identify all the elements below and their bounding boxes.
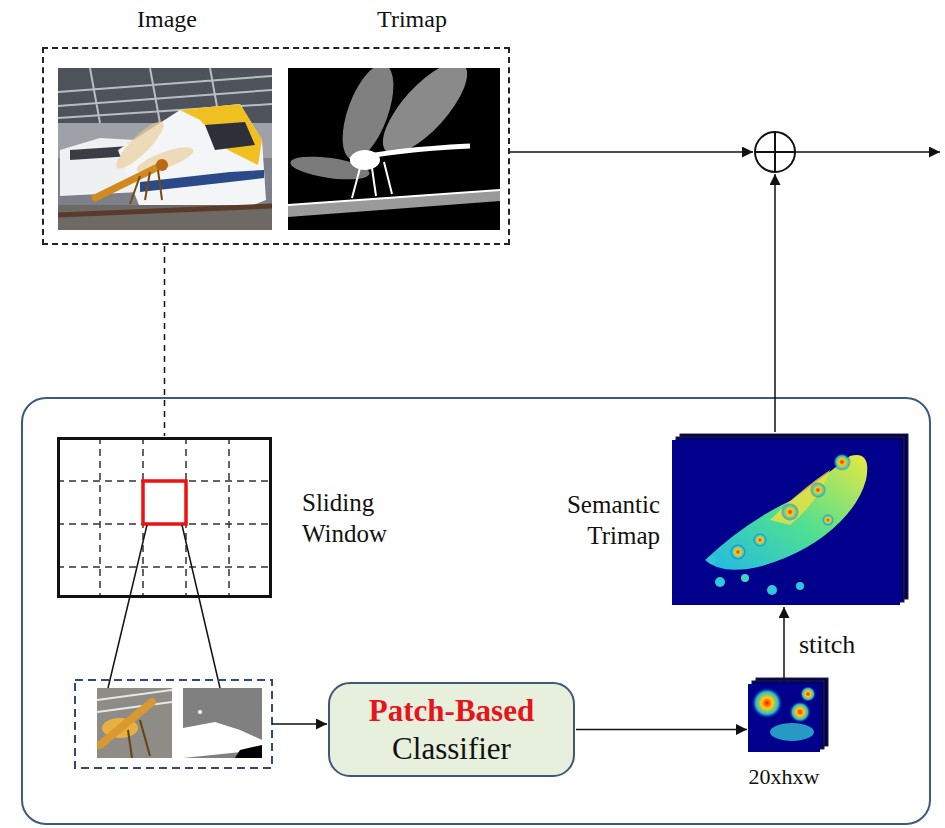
process-box: Patch-BasedClassifier (328, 682, 575, 777)
image-patch (97, 688, 172, 758)
semantic-trimap-stack (672, 440, 900, 605)
patch-pair-box (75, 680, 272, 768)
connector (576, 729, 747, 731)
sliding-window-grid (143, 481, 186, 524)
probability-map-stack (748, 684, 820, 752)
sum-symbol (755, 132, 795, 172)
probability-map-stack (789, 701, 811, 723)
semantic-trimap-stack (715, 577, 725, 587)
trimap-image (288, 190, 500, 217)
semantic-trimap-stack (810, 482, 826, 498)
flow-arrow (795, 151, 940, 153)
train-photo (58, 205, 272, 230)
trimap-image (288, 190, 500, 205)
trimap-patch (198, 710, 202, 714)
trimap-patch (183, 688, 262, 758)
semantic-trimap-stack (796, 582, 804, 590)
trimap-patch (183, 688, 262, 758)
box-title: Patch-Based (369, 692, 534, 729)
sliding-window-grid (57, 437, 272, 598)
input-pair-box: ImageTrimap (42, 47, 510, 245)
train-photo (156, 159, 168, 171)
probability-map-stack (770, 723, 814, 741)
semantic-trimap-stack (767, 585, 777, 595)
train-photo (58, 68, 272, 230)
semantic-trimap-stack (672, 434, 908, 605)
trimap-image (288, 68, 500, 230)
flow-arrow (774, 174, 776, 432)
box-title: Classifier (392, 730, 511, 767)
train-photo (58, 68, 272, 230)
semantic-trimap-stack (781, 503, 799, 521)
image-patch (97, 690, 172, 712)
semantic-trimap-stack (708, 556, 716, 564)
trimap-patch (183, 722, 262, 758)
sliding-window-box: Sliding Window (57, 437, 272, 598)
probability-map-stack (748, 678, 828, 752)
sum-symbol (755, 132, 795, 172)
image-heading: Trimap (377, 5, 447, 34)
flow-arrow (510, 151, 753, 153)
sum-symbol (755, 132, 795, 172)
train-photo (205, 122, 255, 150)
zoom-line (108, 525, 220, 688)
probability-map-box: 20xhxw (748, 684, 820, 752)
semantic-trimap-stack (741, 574, 749, 582)
probability-map-stack (748, 684, 820, 752)
train-photo (118, 104, 266, 214)
trimap-image (350, 150, 380, 170)
module-panel (22, 398, 930, 824)
semantic-trimap-stack (705, 455, 867, 570)
trimap-image (352, 162, 392, 198)
train-photo (180, 104, 262, 165)
probability-map-stack (751, 687, 783, 719)
semantic-trimap-stack (672, 440, 900, 605)
image-patch (97, 688, 172, 758)
connector (783, 607, 785, 683)
train-photo (58, 206, 272, 215)
probability-map-stack (800, 686, 816, 702)
flow-arrow (272, 723, 327, 725)
edge-label: stitch (796, 629, 858, 660)
image-patch (128, 720, 150, 758)
semantic-trimap-stack (833, 453, 851, 471)
image-heading: Image (137, 5, 197, 34)
step-label: Sliding Window (302, 486, 387, 549)
semantic-trimap-stack (753, 533, 767, 547)
sliding-window-grid (57, 437, 272, 598)
dimension-label: 20xhxw (749, 764, 820, 790)
output-label: Semantic Trimap (567, 488, 660, 551)
connector (164, 246, 166, 436)
semantic-trimap-stack (822, 514, 834, 526)
semantic-trimap-stack (770, 470, 830, 525)
semantic-trimap-stack (730, 544, 746, 560)
semantic-trimap-box: Semantic Trimap (672, 440, 900, 605)
train-photo (130, 170, 162, 204)
trimap-patch (235, 745, 262, 758)
train-photo (95, 166, 160, 198)
